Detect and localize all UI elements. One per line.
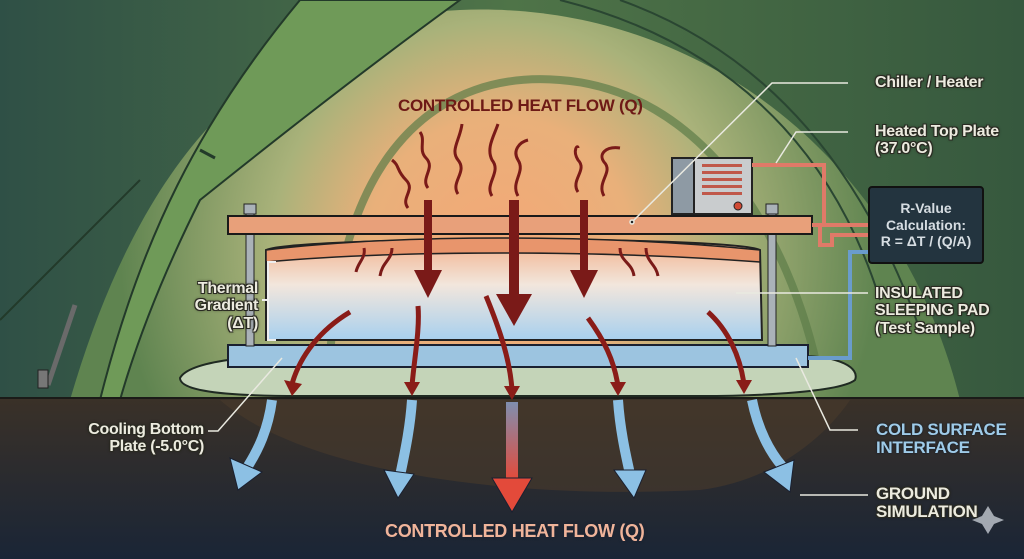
heat-arrows-down bbox=[414, 200, 598, 326]
cooling-bottom-plate bbox=[227, 344, 809, 368]
label-cooling-bottom-plate: Cooling Bottom Plate (-5.0°C) bbox=[88, 421, 204, 456]
label-cold-surface-interface: COLD SURFACE INTERFACE bbox=[876, 420, 1007, 458]
label-insulated-sleeping-pad: INSULATED SLEEPING PAD (Test Sample) bbox=[875, 285, 990, 337]
label-chiller-heater: Chiller / Heater bbox=[875, 74, 984, 91]
controlled-heat-flow-title-top: CONTROLLED HEAT FLOW (Q) bbox=[398, 96, 643, 115]
tent-flap bbox=[98, 0, 462, 401]
chiller-heater-unit bbox=[671, 157, 753, 215]
label-ground-simulation: GROUND SIMULATION bbox=[876, 484, 978, 522]
rising-heat-waves bbox=[391, 123, 621, 209]
heated-top-plate bbox=[227, 215, 813, 235]
leader-lines bbox=[208, 82, 868, 496]
label-thermal-gradient: Thermal Gradient (ΔT) bbox=[194, 280, 259, 332]
r-value-calculation-box: R-Value Calculation: R = ΔT / (Q/A) bbox=[868, 186, 984, 264]
label-heated-top-plate: Heated Top Plate (37.0°C) bbox=[875, 123, 999, 158]
controlled-heat-flow-title-bottom: CONTROLLED HEAT FLOW (Q) bbox=[385, 521, 645, 541]
sparkle-icon bbox=[972, 506, 1004, 534]
cold-arrows-ground bbox=[229, 398, 795, 513]
